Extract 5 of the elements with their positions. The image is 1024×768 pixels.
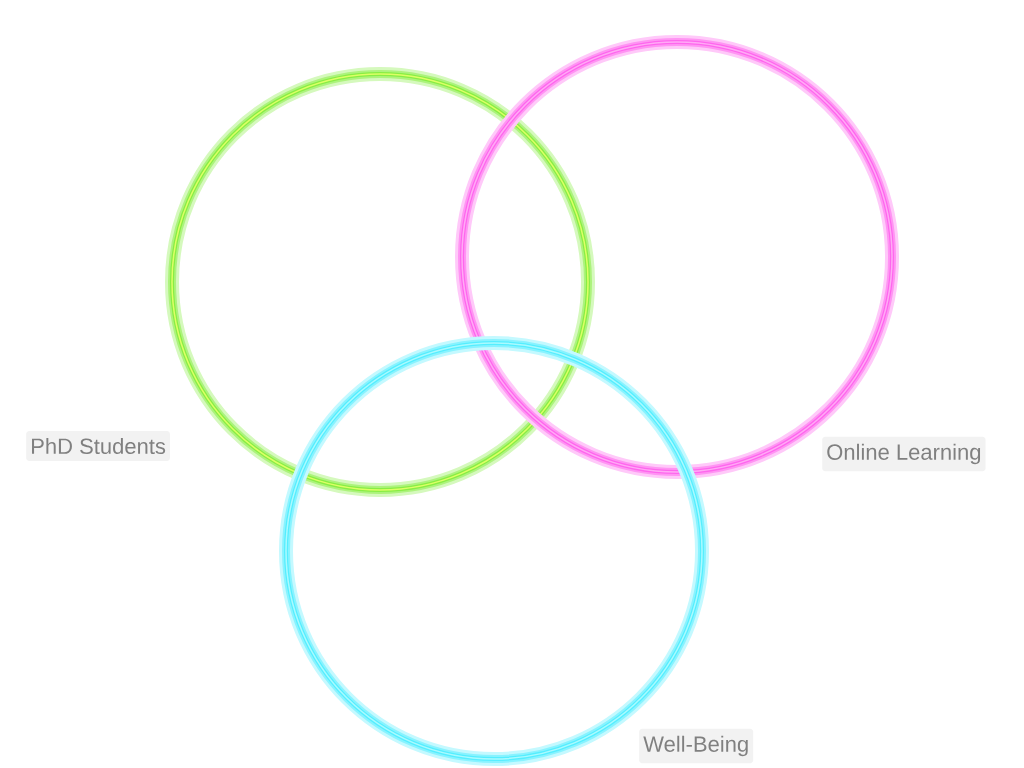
venn-circle xyxy=(455,35,899,479)
beside-label: PhD Students xyxy=(26,430,170,462)
venn-circle xyxy=(165,67,595,497)
beside-label: Online Learning xyxy=(822,436,986,472)
beside-label: Well-Being xyxy=(639,728,754,764)
